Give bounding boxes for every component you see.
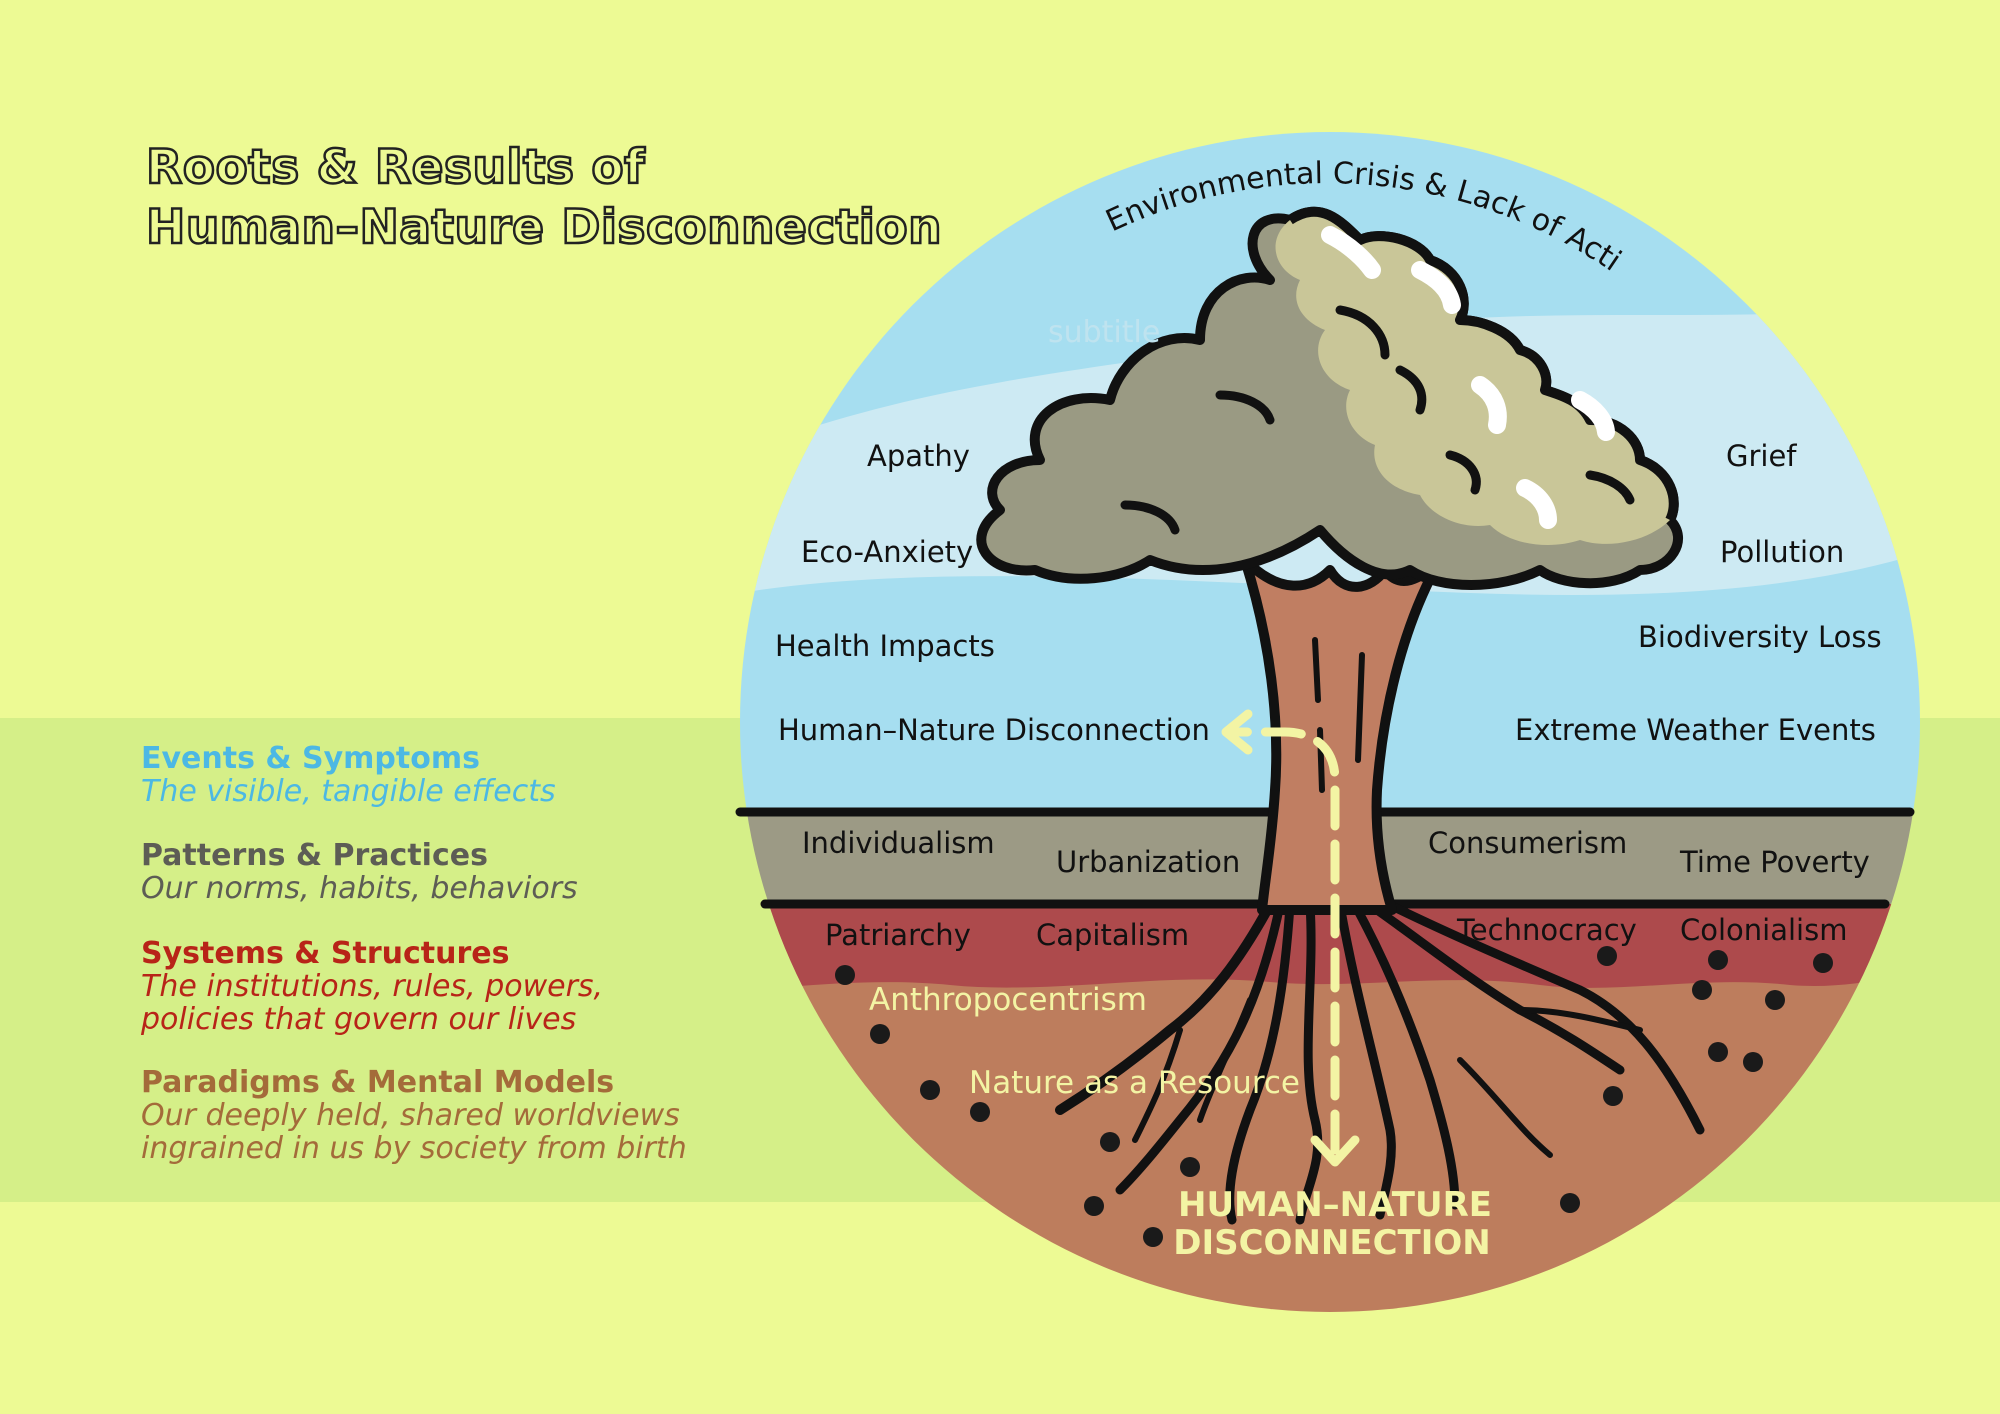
legend-systems: Systems & Structures The institutions, r…	[141, 937, 603, 1036]
root	[1225, 900, 1295, 1225]
event-human-nature-disconnection: Human–Nature Disconnection	[778, 713, 1210, 747]
soil-stone	[1597, 946, 1617, 966]
soil-stone	[1180, 1157, 1200, 1177]
canopy-highlight	[1321, 226, 1381, 279]
canopy-stroke	[1120, 500, 1180, 535]
patterns-labels: Individualism Urbanization Consumerism T…	[802, 826, 1870, 879]
system-capitalism: Capitalism	[1036, 918, 1189, 952]
legend-desc-systems-1: The institutions, rules, powers,	[141, 969, 604, 1004]
title-line-1: Roots & Results of	[145, 139, 646, 197]
root	[1197, 997, 1253, 1123]
paradigm-nature-as-resource: Nature as a Resource	[969, 1065, 1300, 1101]
event-grief: Grief	[1726, 439, 1797, 473]
disconnection-arrow	[1221, 709, 1360, 1167]
pattern-individualism: Individualism	[802, 826, 995, 860]
root	[1055, 900, 1275, 1115]
bark-line	[1312, 637, 1321, 703]
canopy-stroke	[1335, 305, 1390, 360]
bark-line	[1355, 652, 1365, 763]
soil-stone	[1813, 953, 1833, 973]
event-health-impacts: Health Impacts	[775, 629, 995, 663]
root	[1517, 1007, 1643, 1033]
events-labels: Apathy Eco-Anxiety Health Impacts Human–…	[775, 439, 1882, 747]
legend-desc-paradigms-1: Our deeply held, shared worldviews	[141, 1098, 680, 1133]
canopy-stroke	[1395, 365, 1427, 415]
soil-stone	[1560, 1193, 1580, 1213]
canopy-stroke	[1445, 450, 1481, 495]
soil-stone	[1692, 980, 1712, 1000]
legend-heading-systems: Systems & Structures	[141, 936, 510, 971]
soil-stone	[970, 1102, 990, 1122]
root	[1375, 895, 1705, 1135]
canopy-stroke	[1215, 390, 1275, 425]
soil-stone	[1765, 990, 1785, 1010]
legend-desc-events: The visible, tangible effects	[141, 774, 556, 809]
soil-stone	[1603, 1086, 1623, 1106]
ghost-subtitle: subtitle	[1048, 315, 1160, 350]
legend-heading-paradigms: Paradigms & Mental Models	[141, 1065, 615, 1100]
tree-trunk	[1240, 555, 1445, 915]
event-apathy: Apathy	[867, 439, 970, 473]
soil-stone	[1708, 1042, 1728, 1062]
legend-events: Events & Symptoms The visible, tangible …	[141, 742, 556, 808]
legend-heading-events: Events & Symptoms	[141, 741, 480, 776]
soil-stones	[835, 946, 1833, 1247]
pattern-time-poverty: Time Poverty	[1679, 845, 1870, 879]
system-colonialism: Colonialism	[1680, 913, 1847, 947]
root	[1132, 1027, 1183, 1143]
root	[1365, 900, 1625, 1075]
system-technocracy: Technocracy	[1456, 913, 1637, 947]
canopy-highlight	[1571, 391, 1615, 441]
root	[1115, 900, 1285, 1195]
legend-patterns: Patterns & Practices Our norms, habits, …	[141, 839, 578, 905]
page-title: Roots & Results of Human–Nature Disconne…	[145, 138, 943, 258]
event-biodiversity-loss: Biodiversity Loss	[1638, 620, 1882, 654]
root-label-line-2: DISCONNECTION	[1173, 1223, 1491, 1263]
paradigm-anthropocentrism: Anthropocentrism	[869, 982, 1147, 1018]
canopy-highlight	[1411, 261, 1461, 314]
soil-stone	[1743, 1052, 1763, 1072]
soil-stone	[920, 1080, 940, 1100]
soil-stone	[1084, 1196, 1104, 1216]
canopy-stroke	[1585, 470, 1635, 505]
legend-heading-patterns: Patterns & Practices	[141, 838, 488, 873]
root-label-line-1: HUMAN–NATURE	[1178, 1185, 1492, 1225]
system-patriarchy: Patriarchy	[825, 918, 971, 952]
title-line-2: Human–Nature Disconnection	[145, 199, 943, 257]
pattern-urbanization: Urbanization	[1056, 845, 1240, 879]
pattern-consumerism: Consumerism	[1428, 826, 1627, 860]
soil-stone	[1708, 950, 1728, 970]
event-extreme-weather: Extreme Weather Events	[1515, 713, 1876, 747]
event-eco-anxiety: Eco-Anxiety	[801, 535, 973, 569]
canopy-highlight	[1471, 376, 1507, 434]
root-label: HUMAN–NATURE DISCONNECTION	[1173, 1185, 1492, 1263]
tree-roots	[1055, 895, 1705, 1225]
canopy-detail-strokes	[1120, 305, 1635, 535]
canopy-outline	[1287, 206, 1679, 523]
soil-stone	[1100, 1132, 1120, 1152]
soil-stone	[835, 965, 855, 985]
arrow-shaft	[1225, 727, 1340, 1155]
canopy-highlights	[1321, 226, 1615, 529]
arrow-head-left	[1221, 709, 1253, 755]
soil-stone	[1143, 1227, 1163, 1247]
event-pollution: Pollution	[1720, 535, 1844, 569]
root	[1295, 900, 1323, 1225]
root	[1350, 900, 1460, 1210]
paradigms-labels: Anthropocentrism Nature as a Resource	[869, 982, 1300, 1101]
root	[1457, 1057, 1553, 1158]
root	[1335, 900, 1396, 1220]
systems-layer	[740, 904, 1920, 995]
canopy-highlight	[1516, 479, 1557, 529]
legend-desc-paradigms-2: ingrained in us by society from birth	[141, 1131, 687, 1166]
legend-desc-systems-2: policies that govern our lives	[141, 1002, 577, 1037]
arrow-head-down	[1310, 1135, 1360, 1167]
legend-paradigms: Paradigms & Mental Models Our deeply hel…	[141, 1066, 687, 1165]
soil-stone	[870, 1024, 890, 1044]
systems-labels: Patriarchy Capitalism Technocracy Coloni…	[825, 913, 1847, 952]
legend-desc-patterns: Our norms, habits, behaviors	[141, 871, 578, 906]
